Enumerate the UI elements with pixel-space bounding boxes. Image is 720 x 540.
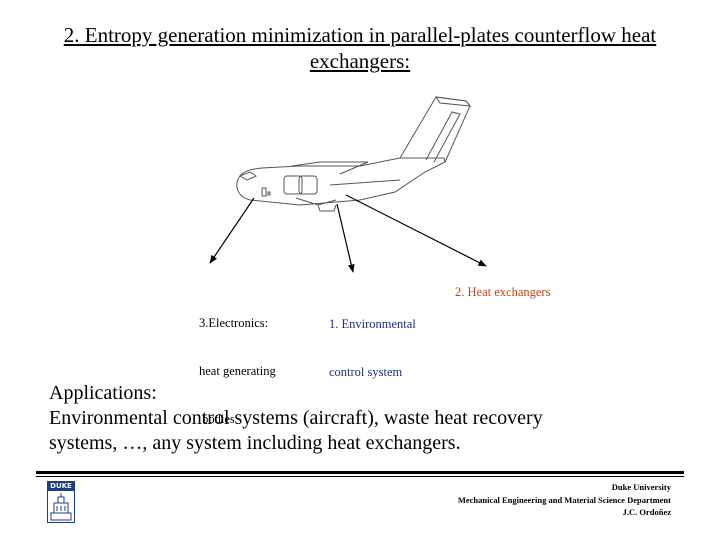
aircraft-engine-left (283, 175, 303, 195)
applications-text: Applications: Environmental control syst… (49, 381, 689, 456)
aircraft-landing-gear (317, 204, 337, 212)
aircraft-window (267, 191, 271, 196)
footer-divider-thick (36, 471, 684, 474)
duke-logo: DUKE (47, 481, 75, 523)
label-ecs-line-1: 1. Environmental (329, 317, 416, 331)
footer-department: Mechanical Engineering and Material Scie… (457, 494, 671, 505)
label-ecs-line-2: control system (329, 365, 403, 379)
aircraft-tail (399, 96, 471, 163)
duke-logo-text: DUKE (48, 482, 74, 491)
arrow-heat-exchangers (345, 194, 487, 267)
label-electronics-line-3: bodies (199, 412, 235, 426)
aircraft-tail-cap (434, 96, 472, 107)
slide-title-line-1: 2. Entropy generation minimization in pa… (63, 23, 657, 47)
aircraft-fuselage (236, 157, 446, 206)
arrow-ecs (336, 203, 355, 273)
duke-chapel-icon (50, 493, 72, 521)
footer-divider-thin (36, 476, 684, 477)
aircraft-door (261, 187, 267, 197)
aircraft-engine-right (298, 175, 318, 195)
arrow-electronics (209, 197, 255, 264)
aircraft-fuselage-line (329, 179, 401, 186)
label-electronics-line-2: heat generating (199, 364, 276, 378)
footer-credits: Duke University Mechanical Engineering a… (458, 481, 671, 519)
footer-university: Duke University (611, 482, 671, 492)
aircraft-wing (291, 161, 369, 175)
aircraft-tail-rudder (425, 111, 461, 163)
label-electronics-line-1: 3.Electronics: (199, 316, 269, 330)
aircraft-cockpit (238, 171, 258, 181)
label-electronics: 3.Electronics: heat generating bodies (199, 283, 276, 443)
slide-title-line-2: exchangers: (309, 49, 411, 73)
slide-title: 2. Entropy generation minimization in pa… (40, 22, 680, 74)
footer-author: J.C. Ordoñez (622, 507, 671, 517)
label-heat-exchangers: 2. Heat exchangers (455, 285, 551, 299)
applications-heading: Applications: (49, 382, 157, 404)
applications-line-2: systems, …, any system including heat ex… (49, 432, 461, 454)
applications-line-1: Environmental control systems (aircraft)… (49, 407, 543, 429)
aircraft-pylon (295, 197, 337, 206)
label-environmental-control: 1. Environmental control system (329, 284, 416, 396)
